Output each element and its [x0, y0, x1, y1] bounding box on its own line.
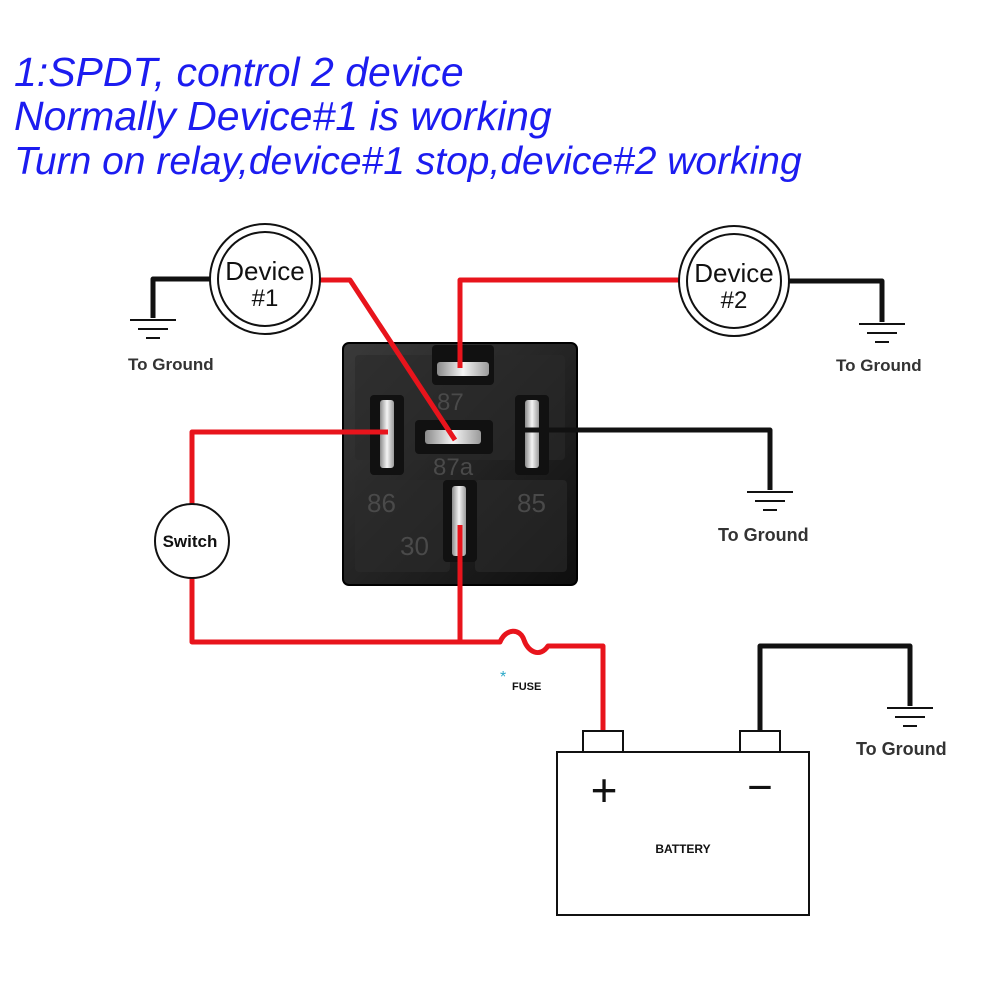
- pin-87a-label: 87a: [433, 454, 474, 481]
- battery-positive-terminal: [582, 730, 624, 754]
- wire-fuse-to-battery: [460, 628, 606, 735]
- pin-87-label: 87: [437, 389, 464, 416]
- fuse-marker: *: [500, 669, 506, 686]
- pin-87: [437, 362, 489, 376]
- relay-lower-right-panel: [475, 480, 567, 572]
- pin-85-label: 85: [517, 488, 546, 518]
- ground-label-2: To Ground: [836, 356, 922, 375]
- battery-negative-terminal: [739, 730, 781, 754]
- wire-device1-ground: [150, 276, 212, 318]
- heading-line-3: Turn on relay,device#1 stop,device#2 wor…: [14, 140, 802, 183]
- battery: + − BATTERY: [556, 730, 810, 916]
- wire-battery-ground: [757, 643, 913, 730]
- device-1: Device #1: [209, 223, 321, 335]
- ground-symbol-2: [859, 323, 905, 343]
- power-wires: [189, 277, 680, 735]
- device-2-label-line1: Device: [694, 258, 773, 288]
- ground-symbol-3: [747, 491, 793, 511]
- heading-line-2: Normally Device#1 is working: [14, 93, 552, 139]
- battery-body: [556, 751, 810, 916]
- relay: 87 87a 86 85 30: [342, 342, 578, 586]
- wire-device2-to-87: [457, 277, 680, 368]
- battery-label: BATTERY: [655, 842, 710, 856]
- pin-30-label: 30: [400, 531, 429, 561]
- ground-label-3: To Ground: [718, 525, 809, 545]
- wire-device1-to-87a: [320, 277, 458, 442]
- ground-wires: [150, 276, 913, 730]
- battery-minus-sign: −: [747, 763, 773, 812]
- ground-label-4: To Ground: [856, 739, 947, 759]
- wire-switch-to-junction: [189, 578, 460, 645]
- ground-symbol-4: [887, 707, 933, 727]
- pin-85: [525, 400, 539, 468]
- relay-lower-left-panel: [355, 480, 450, 572]
- pin-86-label: 86: [367, 488, 396, 518]
- switch: Switch: [154, 503, 230, 579]
- device-2: Device #2: [678, 225, 790, 337]
- device-2-label-line2: #2: [721, 287, 748, 314]
- ground-symbol-1: [130, 319, 176, 339]
- heading-line-1: 1:SPDT, control 2 device: [14, 49, 464, 95]
- device-1-label-line2: #1: [252, 285, 279, 312]
- device-1-label-line1: Device: [225, 256, 304, 286]
- battery-plus-sign: +: [591, 764, 618, 816]
- switch-label: Switch: [163, 532, 218, 551]
- wire-86-to-switch: [189, 429, 388, 506]
- fuse-label: FUSE: [512, 681, 541, 693]
- relay-upper-panel: [355, 355, 565, 460]
- wire-device2-ground: [789, 278, 885, 322]
- ground-label-1: To Ground: [128, 355, 214, 374]
- wire-85-ground: [525, 427, 773, 490]
